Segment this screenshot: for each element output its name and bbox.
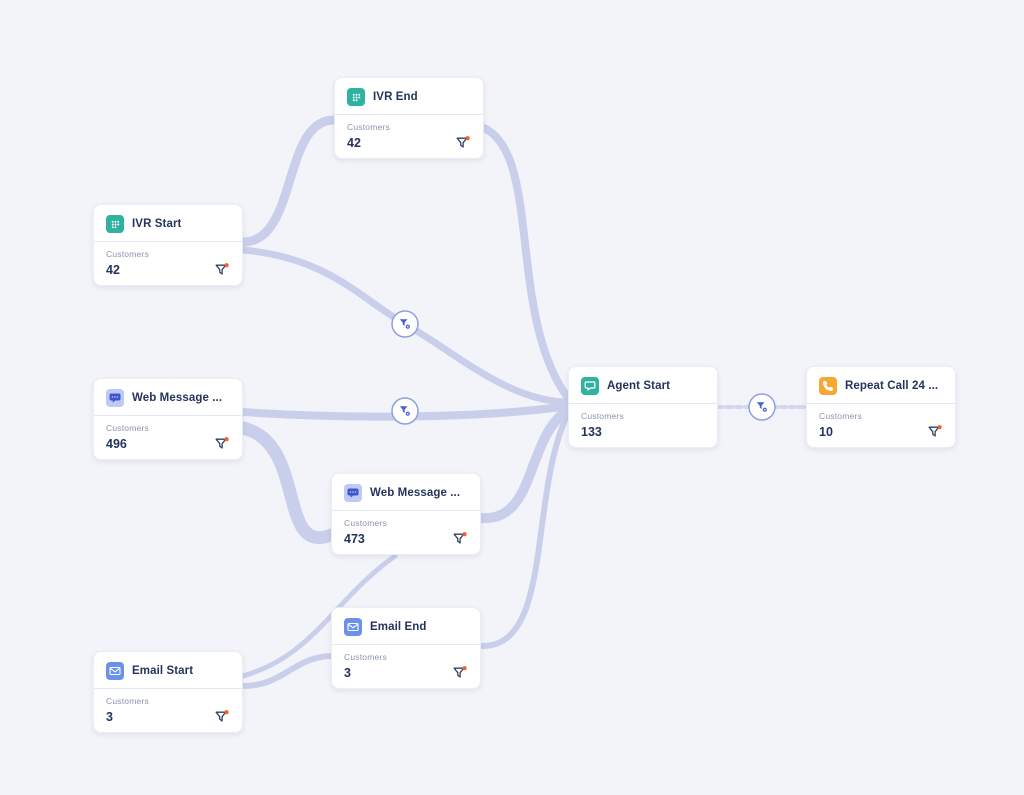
filter-icon[interactable] bbox=[455, 135, 471, 151]
node-title: IVR Start bbox=[132, 218, 182, 230]
node-title: Email Start bbox=[132, 665, 194, 677]
journey-node-email-end[interactable]: Email End Customers 3 bbox=[331, 607, 481, 689]
node-title: Repeat Call 24 ... bbox=[845, 380, 939, 392]
metric-row: 133 bbox=[581, 424, 705, 440]
node-divider bbox=[335, 114, 483, 115]
node-divider bbox=[94, 688, 242, 689]
edge-badge[interactable] bbox=[391, 397, 419, 425]
filter-icon[interactable] bbox=[214, 709, 230, 725]
metric-label: Customers bbox=[106, 423, 149, 433]
badge-circle[interactable] bbox=[391, 397, 419, 425]
journey-node-agent-start[interactable]: Agent Start Customers 133 bbox=[568, 366, 718, 448]
node-body: Customers 3 bbox=[94, 689, 242, 733]
journey-node-repeat-call[interactable]: Repeat Call 24 ... Customers 10 bbox=[806, 366, 956, 448]
node-title: IVR End bbox=[373, 91, 418, 103]
metric-label: Customers bbox=[344, 518, 387, 528]
badge-circle[interactable] bbox=[748, 393, 776, 421]
node-title: Web Message ... bbox=[370, 487, 461, 499]
edge-ivr-end-to-agent-start[interactable] bbox=[480, 124, 572, 402]
metric-row: 3 bbox=[106, 709, 230, 725]
message-square-icon bbox=[344, 484, 362, 502]
metric-label: Customers bbox=[819, 411, 862, 421]
edge-badge[interactable] bbox=[748, 393, 776, 421]
edge-web-message-mid-to-agent-start[interactable] bbox=[476, 405, 573, 524]
metric-value: 133 bbox=[581, 425, 602, 439]
envelope-icon bbox=[106, 662, 124, 680]
metric-row: 496 bbox=[106, 436, 230, 452]
metric-value: 10 bbox=[819, 425, 833, 439]
node-body: Customers 42 bbox=[335, 115, 483, 159]
metric-value: 42 bbox=[106, 263, 120, 277]
envelope-icon bbox=[344, 618, 362, 636]
node-body: Customers 133 bbox=[569, 404, 717, 448]
node-divider bbox=[332, 510, 480, 511]
node-body: Customers 10 bbox=[807, 404, 955, 448]
edge-badge[interactable] bbox=[391, 310, 419, 338]
phone-keypad-icon bbox=[106, 215, 124, 233]
badge-circle[interactable] bbox=[391, 310, 419, 338]
journey-node-web-message-mid[interactable]: Web Message ... Customers 473 bbox=[331, 473, 481, 555]
metric-value: 3 bbox=[106, 710, 113, 724]
edge-email-start-to-web-message-mid[interactable] bbox=[240, 553, 398, 679]
node-body: Customers 3 bbox=[332, 645, 480, 689]
metric-value: 42 bbox=[347, 136, 361, 150]
node-body: Customers 496 bbox=[94, 416, 242, 460]
filter-icon[interactable] bbox=[452, 665, 468, 681]
metric-row: 42 bbox=[347, 135, 471, 151]
metric-value: 496 bbox=[106, 437, 127, 451]
node-divider bbox=[94, 415, 242, 416]
node-title: Web Message ... bbox=[132, 392, 223, 404]
phone-keypad-icon bbox=[347, 88, 365, 106]
node-title: Agent Start bbox=[607, 380, 671, 392]
metric-label: Customers bbox=[347, 122, 390, 132]
node-divider bbox=[569, 403, 717, 404]
filter-gear-icon bbox=[399, 406, 410, 416]
node-header: Web Message ... bbox=[332, 474, 480, 510]
journey-node-email-start[interactable]: Email Start Customers 3 bbox=[93, 651, 243, 733]
node-body: Customers 473 bbox=[332, 511, 480, 555]
filter-icon[interactable] bbox=[452, 531, 468, 547]
journey-node-web-message-start[interactable]: Web Message ... Customers 496 bbox=[93, 378, 243, 460]
node-header: Repeat Call 24 ... bbox=[807, 367, 955, 403]
metric-row: 10 bbox=[819, 424, 943, 440]
node-header: Agent Start bbox=[569, 367, 717, 403]
journey-node-ivr-end[interactable]: IVR End Customers 42 bbox=[334, 77, 484, 159]
filter-icon[interactable] bbox=[214, 262, 230, 278]
node-divider bbox=[807, 403, 955, 404]
metric-row: 473 bbox=[344, 531, 468, 547]
node-header: IVR Start bbox=[94, 205, 242, 241]
metric-row: 42 bbox=[106, 262, 230, 278]
filter-icon[interactable] bbox=[927, 424, 943, 440]
node-divider bbox=[94, 241, 242, 242]
edge-ivr-start-to-ivr-end[interactable] bbox=[238, 115, 339, 247]
node-header: Email End bbox=[332, 608, 480, 644]
edge-email-end-to-agent-start[interactable] bbox=[478, 415, 569, 650]
metric-row: 3 bbox=[344, 665, 468, 681]
node-body: Customers 42 bbox=[94, 242, 242, 286]
message-square-icon bbox=[106, 389, 124, 407]
repeat-call-icon bbox=[819, 377, 837, 395]
metric-label: Customers bbox=[106, 249, 149, 259]
metric-value: 473 bbox=[344, 532, 365, 546]
node-divider bbox=[332, 644, 480, 645]
metric-label: Customers bbox=[344, 652, 387, 662]
chat-bubble-icon bbox=[581, 377, 599, 395]
journey-node-ivr-start[interactable]: IVR Start Customers 42 bbox=[93, 204, 243, 286]
metric-label: Customers bbox=[106, 696, 149, 706]
edge-email-start-to-email-end[interactable] bbox=[240, 653, 334, 689]
metric-value: 3 bbox=[344, 666, 351, 680]
metric-label: Customers bbox=[581, 411, 624, 421]
filter-icon[interactable] bbox=[214, 436, 230, 452]
node-header: Web Message ... bbox=[94, 379, 242, 415]
edge-web-message-start-to-web-message-mid[interactable] bbox=[236, 421, 338, 544]
node-title: Email End bbox=[370, 621, 427, 633]
node-header: Email Start bbox=[94, 652, 242, 688]
filter-gear-icon bbox=[756, 402, 767, 412]
node-header: IVR End bbox=[335, 78, 483, 114]
filter-gear-icon bbox=[399, 319, 410, 329]
